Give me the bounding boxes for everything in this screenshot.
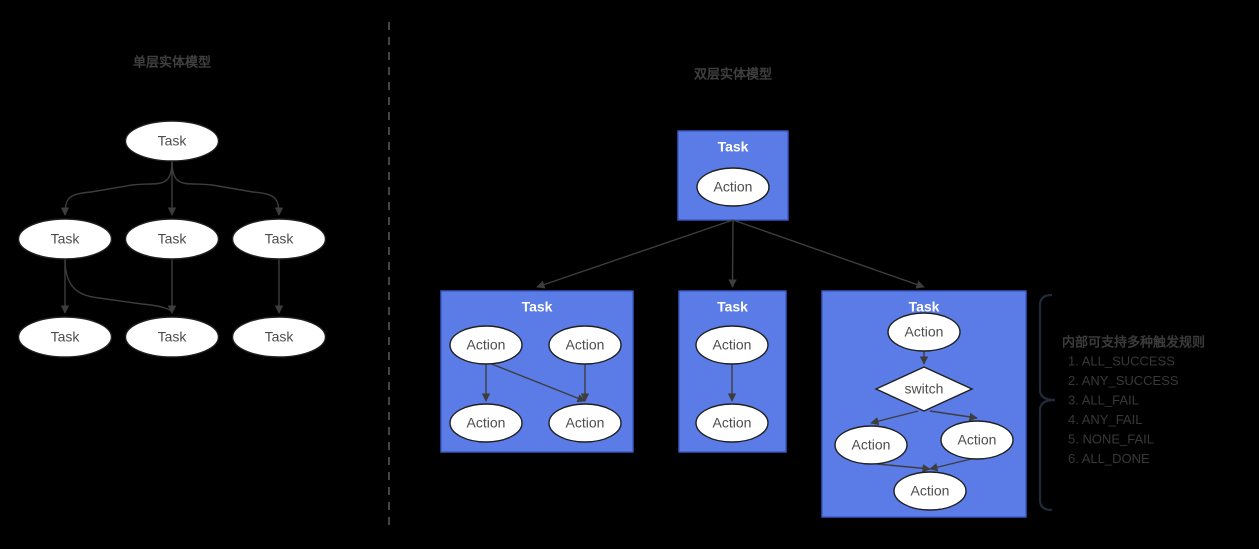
edge-root-to-child-0	[536, 219, 734, 289]
edge-box2-c4-to-c5	[929, 458, 972, 472]
left-task-node-4[interactable]: Task	[17, 316, 113, 358]
rules-item-3: 3. ALL_FAIL	[1068, 392, 1139, 407]
box1-node-0-label: Action	[713, 337, 752, 353]
box0-node-2[interactable]: Action	[449, 403, 523, 443]
box0-node-0[interactable]: Action	[449, 325, 523, 365]
left-task-node-4-label: Task	[51, 329, 81, 345]
left-panel-edges	[60, 160, 284, 314]
right-panel-root-edges	[536, 219, 925, 289]
box2-node-2[interactable]: Action	[834, 425, 908, 465]
left-task-node-5-label: Task	[158, 329, 188, 345]
rules-title: 内部可支持多种触发规则	[1062, 334, 1205, 349]
rules-item-5: 5. NONE_FAIL	[1068, 431, 1154, 446]
rules-item-4: 4. ANY_FAIL	[1068, 412, 1142, 427]
rules-annotation: 内部可支持多种触发规则 1. ALL_SUCCESS 2. ANY_SUCCESS…	[1038, 293, 1205, 512]
box0-node-1-label: Action	[566, 337, 605, 353]
box0-node-1[interactable]: Action	[548, 325, 622, 365]
child-task-box-1-label: Task	[717, 299, 748, 315]
left-task-node-3[interactable]: Task	[231, 218, 327, 260]
left-panel-title: 单层实体模型	[133, 54, 211, 69]
rules-item-2: 2. ANY_SUCCESS	[1068, 373, 1179, 388]
child-task-box-0-label: Task	[522, 299, 553, 315]
box0-node-3-label: Action	[566, 415, 605, 431]
box2-node-1-label: switch	[905, 381, 944, 397]
edge-root-to-l-m3	[171, 160, 284, 216]
curly-brace	[1038, 293, 1056, 512]
box1-node-0[interactable]: Action	[695, 325, 769, 365]
box1-node-1-label: Action	[713, 415, 752, 431]
rules-item-1: 1. ALL_SUCCESS	[1068, 353, 1175, 368]
edge-root-to-child-1	[728, 219, 737, 288]
root-action-node-0-label: Action	[714, 179, 753, 195]
edge-box0-a1-to-a4	[491, 363, 586, 403]
box2-node-4[interactable]: Action	[893, 471, 967, 511]
rules-list: 1. ALL_SUCCESS 2. ANY_SUCCESS 3. ALL_FAIL 4…	[1068, 353, 1179, 466]
left-task-node-6-label: Task	[265, 329, 295, 345]
root-task-box-label: Task	[718, 139, 749, 155]
left-task-node-0[interactable]: Task	[124, 120, 220, 162]
box0-node-2-label: Action	[467, 415, 506, 431]
edge-box2-c2-to-c4	[929, 410, 978, 422]
left-task-node-2[interactable]: Task	[124, 218, 220, 260]
left-task-node-6[interactable]: Task	[231, 316, 327, 358]
edge-l-m1-to-l-b2	[64, 258, 177, 314]
box2-node-1[interactable]: switch	[874, 366, 974, 412]
child-task-box-2-label: Task	[909, 299, 940, 315]
left-task-node-3-label: Task	[265, 231, 295, 247]
box2-node-0-label: Action	[905, 324, 944, 340]
left-task-node-1-label: Task	[51, 231, 81, 247]
box2-node-4-label: Action	[911, 483, 950, 499]
box1-node-1[interactable]: Action	[695, 403, 769, 443]
box2-node-2-label: Action	[852, 437, 891, 453]
left-task-node-5[interactable]: Task	[124, 316, 220, 358]
left-task-node-0-label: Task	[158, 133, 188, 149]
box2-node-0[interactable]: Action	[887, 312, 961, 352]
box2-node-3-label: Action	[958, 432, 997, 448]
edge-box2-c3-to-c5	[876, 463, 931, 473]
box2-node-3[interactable]: Action	[940, 420, 1014, 460]
box0-node-0-label: Action	[467, 337, 506, 353]
rules-item-6: 6. ALL_DONE	[1068, 451, 1150, 466]
edge-box2-c2-to-c3	[870, 410, 919, 426]
root-action-node-0[interactable]: Action	[696, 167, 770, 207]
box0-node-3[interactable]: Action	[548, 403, 622, 443]
right-panel-title: 双层实体模型	[694, 66, 772, 81]
edge-root-to-child-2	[732, 219, 925, 289]
left-task-node-1[interactable]: Task	[17, 218, 113, 260]
left-task-node-2-label: Task	[158, 231, 188, 247]
edge-root-to-l-m1	[60, 160, 173, 216]
